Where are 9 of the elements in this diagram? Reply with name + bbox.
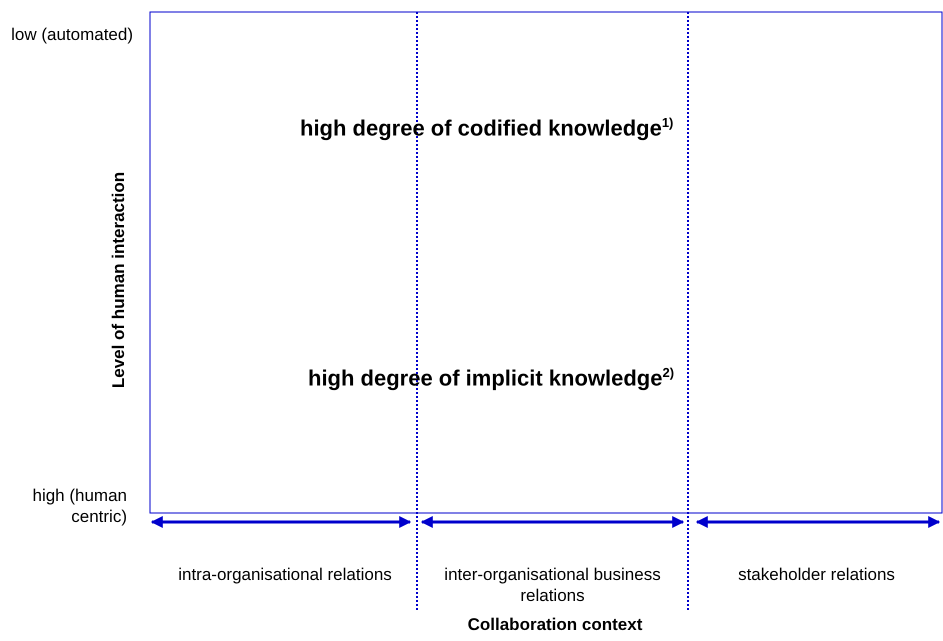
axis-end-label: low (automated) bbox=[10, 24, 133, 45]
axis-end-label: high (human centric) bbox=[31, 485, 127, 527]
zone-label: high degree of implicit knowledge$^{2)}$ bbox=[308, 364, 674, 388]
axis-title: Collaboration context bbox=[466, 614, 644, 635]
zone-label: high degree of codified knowledge$^{1)}$ bbox=[300, 114, 674, 138]
column-label: intra-organisational relations bbox=[177, 564, 393, 585]
column-label: stakeholder relations bbox=[737, 564, 896, 585]
column-label: inter-organisational business relations bbox=[443, 564, 662, 606]
axis-title: Level of human interaction bbox=[108, 170, 129, 390]
